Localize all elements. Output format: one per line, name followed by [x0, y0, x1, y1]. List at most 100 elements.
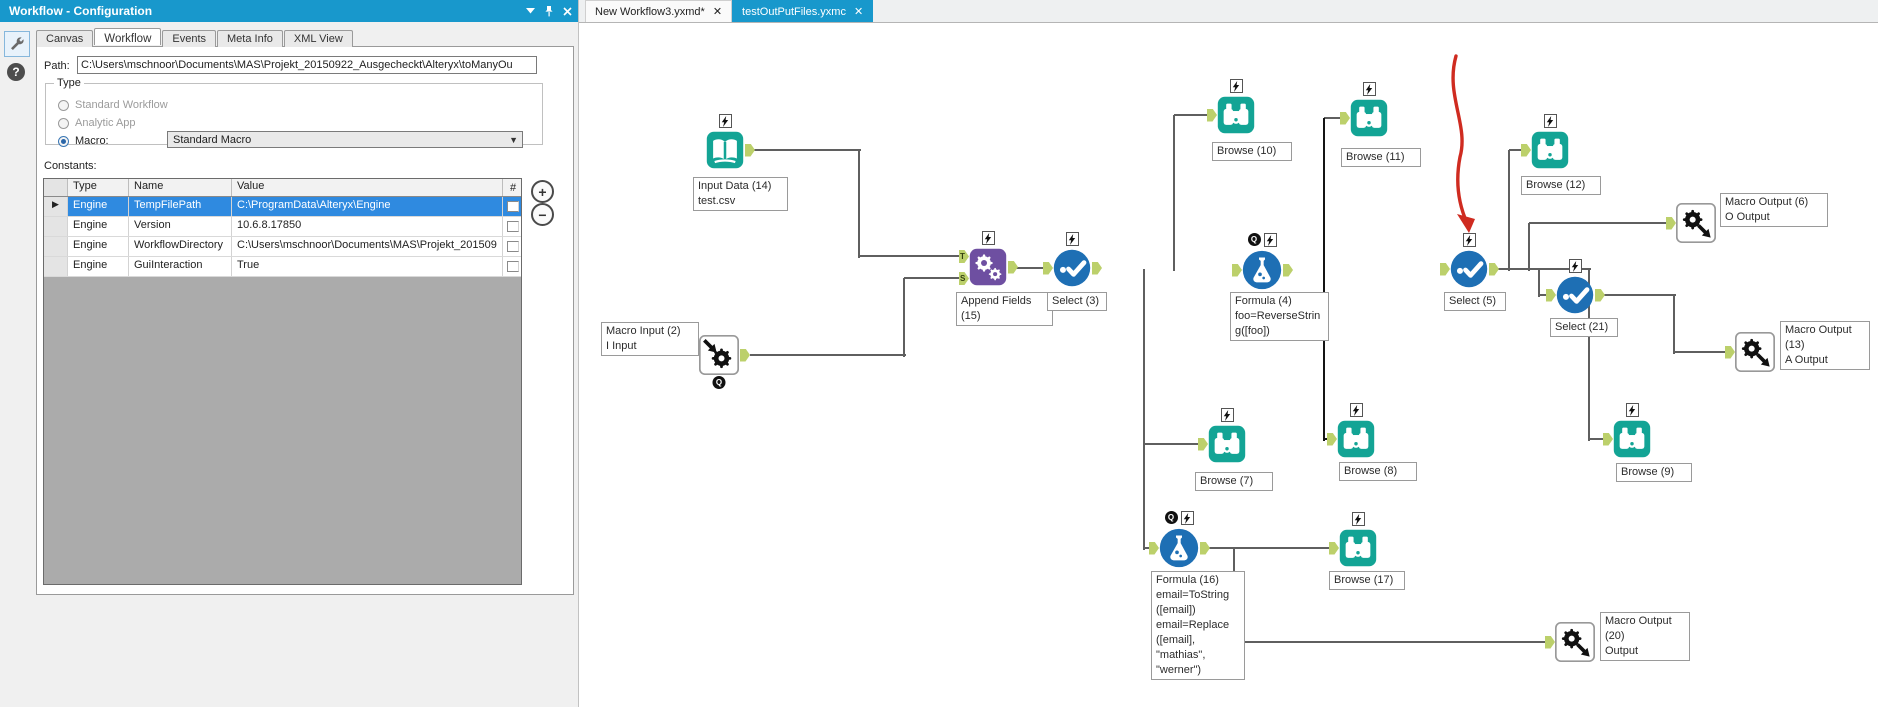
macro-input-2-icon [699, 335, 739, 375]
constant-row-checkbox[interactable] [507, 221, 519, 232]
constant-value: C:\ProgramData\Alteryx\Engine [232, 197, 503, 216]
tool-badges [1556, 259, 1594, 273]
document-tab-new-workflow3-yxmd-[interactable]: New Workflow3.yxmd*✕ [585, 0, 733, 22]
input-anchor[interactable] [1207, 108, 1217, 122]
row-selector[interactable]: ▶ [44, 197, 68, 216]
input-anchor[interactable] [1440, 262, 1450, 276]
node-browse-17[interactable] [1329, 512, 1377, 567]
constant-type: Engine [68, 257, 129, 276]
node-browse-7[interactable] [1198, 408, 1246, 463]
constant-row-checkbox[interactable] [507, 241, 519, 252]
input-anchor[interactable] [1603, 432, 1613, 446]
output-anchor[interactable] [1008, 260, 1018, 274]
input-anchor-t[interactable]: T [959, 250, 969, 263]
config-tab-workflow[interactable]: Workflow [94, 28, 162, 45]
row-selector[interactable] [44, 217, 68, 236]
add-constant-button[interactable]: + [531, 180, 554, 203]
output-anchor[interactable] [1200, 541, 1210, 555]
node-select-21[interactable] [1546, 259, 1605, 314]
radio-macro[interactable]: Macro: [58, 135, 109, 147]
path-input[interactable]: C:\Users\mschnoor\Documents\MAS\Projekt_… [77, 56, 537, 74]
node-browse-8[interactable] [1327, 403, 1375, 458]
remove-constant-button[interactable]: − [531, 203, 554, 226]
node-browse-11[interactable] [1340, 82, 1388, 137]
input-anchor[interactable] [1666, 216, 1676, 230]
pin-icon[interactable] [544, 5, 554, 17]
input-anchor[interactable] [1725, 345, 1735, 359]
macro-output-13-label: Macro Output(13)A Output [1780, 321, 1870, 370]
input-anchor-s[interactable]: S [959, 272, 969, 285]
close-icon[interactable] [563, 6, 572, 16]
config-tab-xml-view[interactable]: XML View [283, 30, 353, 47]
node-select-3[interactable] [1043, 232, 1102, 287]
output-anchor[interactable] [1283, 263, 1293, 277]
node-browse-12[interactable] [1521, 114, 1569, 169]
input-anchor[interactable] [1329, 541, 1339, 555]
tool-badges [1613, 403, 1651, 417]
output-anchor[interactable] [1489, 262, 1499, 276]
radio-circle-selected[interactable] [58, 135, 69, 147]
document-tab-label: testOutPutFiles.yxmc [742, 5, 846, 18]
column-type: Type [68, 179, 129, 196]
connection-wire [1144, 443, 1206, 445]
output-anchor[interactable] [1092, 261, 1102, 275]
config-tab-events[interactable]: Events [162, 30, 217, 47]
output-anchor[interactable] [740, 348, 750, 362]
connection-wire [859, 255, 962, 257]
chevron-down-icon[interactable] [526, 8, 535, 14]
node-formula-16[interactable]: Q [1149, 511, 1210, 568]
node-input-data-14[interactable] [706, 114, 755, 169]
node-macro-output-6[interactable] [1666, 203, 1716, 243]
node-select-5[interactable] [1440, 233, 1499, 288]
input-anchor[interactable] [1340, 111, 1350, 125]
input-anchor[interactable] [1546, 288, 1556, 302]
tool-badges [1053, 232, 1091, 246]
config-tab-canvas[interactable]: Canvas [36, 30, 94, 47]
input-anchor[interactable] [1232, 263, 1242, 277]
constant-row-checkbox[interactable] [507, 261, 519, 272]
row-selector[interactable] [44, 237, 68, 256]
node-browse-9[interactable] [1603, 403, 1651, 458]
macro-type-dropdown[interactable]: Standard Macro ▼ [167, 131, 523, 148]
tab-close-icon[interactable]: ✕ [853, 6, 864, 18]
panel-titlebar[interactable]: Workflow - Configuration [0, 0, 578, 22]
browse-17-icon [1339, 529, 1377, 567]
input-anchor[interactable] [1545, 635, 1555, 649]
input-anchor[interactable] [1149, 541, 1159, 555]
tab-close-icon[interactable]: ✕ [712, 6, 723, 18]
tool-badges [1350, 82, 1388, 96]
tool-badges [706, 114, 744, 128]
connection-wire [1508, 150, 1510, 271]
input-anchor[interactable] [1043, 261, 1053, 275]
connection-wire [1234, 641, 1553, 643]
document-tab-testoutputfiles-yxmc[interactable]: testOutPutFiles.yxmc ✕ [732, 0, 874, 22]
node-macro-output-13[interactable] [1725, 332, 1775, 372]
tool-badges: Q [1242, 233, 1282, 247]
column-value: Value [232, 179, 503, 196]
node-macro-output-20[interactable] [1545, 622, 1595, 662]
node-macro-input-2[interactable]: Q [699, 335, 750, 389]
row-selector[interactable] [44, 257, 68, 276]
help-icon[interactable]: ? [7, 63, 25, 81]
type-group-title: Type [57, 77, 81, 89]
input-anchor[interactable] [1327, 432, 1337, 446]
output-anchor[interactable] [745, 143, 755, 157]
output-anchor[interactable] [1595, 288, 1605, 302]
constant-row-checkbox[interactable] [507, 201, 519, 212]
browse-9-icon [1613, 420, 1651, 458]
node-formula-4[interactable]: Q [1232, 233, 1293, 290]
constant-type: Engine [68, 237, 129, 256]
config-tab-meta-info[interactable]: Meta Info [217, 30, 283, 47]
wrench-icon[interactable] [4, 31, 30, 57]
node-browse-10[interactable] [1207, 79, 1255, 134]
input-anchor[interactable] [1198, 437, 1208, 451]
input-anchor[interactable] [1521, 143, 1531, 157]
